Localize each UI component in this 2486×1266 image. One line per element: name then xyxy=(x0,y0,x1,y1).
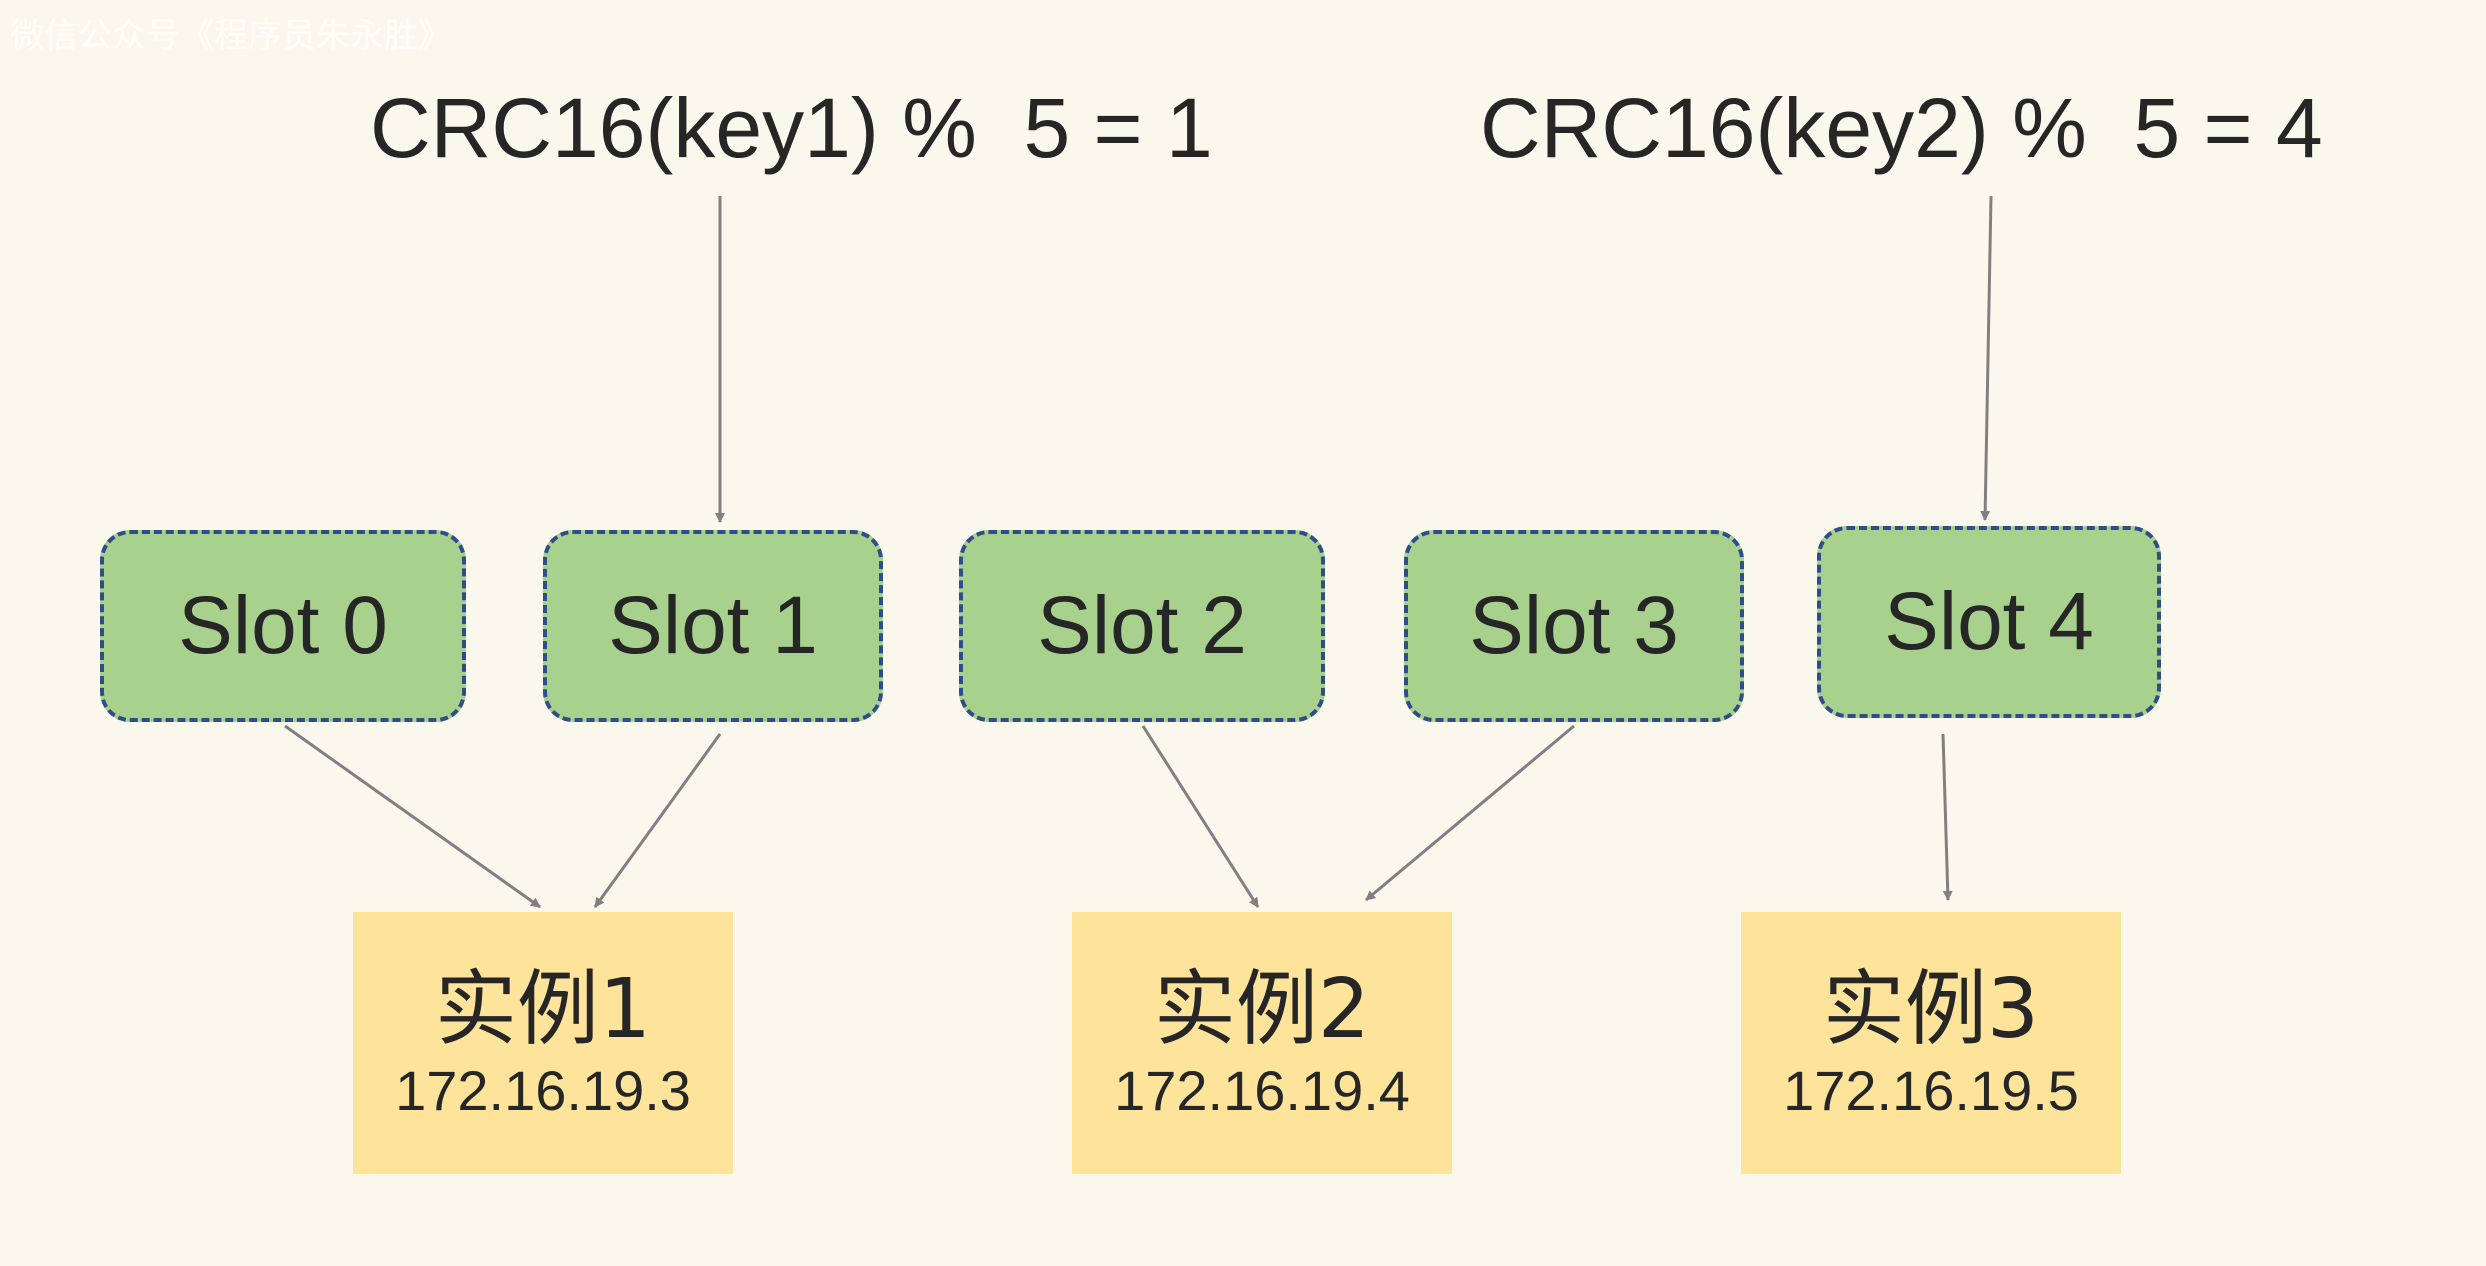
instance-ip: 172.16.19.3 xyxy=(395,1059,691,1122)
slot-label: Slot 4 xyxy=(1884,576,2094,667)
arrow-slot1-to-instance1 xyxy=(593,733,722,908)
arrow-slot0-to-instance1 xyxy=(284,724,541,909)
arrow-slot3-to-instance2 xyxy=(1365,724,1575,902)
instance-2: 实例2 172.16.19.4 xyxy=(1072,912,1452,1174)
slot-0: Slot 0 xyxy=(100,530,466,722)
slot-2: Slot 2 xyxy=(959,530,1325,722)
watermark: 微信公众号《程序员朱永胜》 xyxy=(10,17,452,55)
instance-ip: 172.16.19.4 xyxy=(1114,1059,1410,1122)
instance-1: 实例1 172.16.19.3 xyxy=(353,912,733,1174)
slot-1: Slot 1 xyxy=(543,530,883,722)
instance-name: 实例1 xyxy=(434,962,652,1057)
slot-label: Slot 3 xyxy=(1469,580,1679,671)
arrow-slot4-to-instance3 xyxy=(1941,733,1953,901)
arrow-formula2-to-slot4 xyxy=(1980,195,1993,521)
slot-3: Slot 3 xyxy=(1404,530,1744,722)
instance-ip: 172.16.19.5 xyxy=(1783,1059,2079,1122)
slot-label: Slot 1 xyxy=(608,580,818,671)
formula-key1: CRC16(key1) % 5 = 1 xyxy=(370,81,1213,175)
instance-name: 实例2 xyxy=(1153,962,1371,1057)
instance-name: 实例3 xyxy=(1822,962,2040,1057)
slot-label: Slot 0 xyxy=(178,580,388,671)
arrow-slot2-to-instance2 xyxy=(1141,725,1260,908)
instance-3: 实例3 172.16.19.5 xyxy=(1741,912,2121,1174)
slot-4: Slot 4 xyxy=(1817,526,2161,718)
slot-label: Slot 2 xyxy=(1037,580,1247,671)
formula-key2: CRC16(key2) % 5 = 4 xyxy=(1480,81,2323,175)
